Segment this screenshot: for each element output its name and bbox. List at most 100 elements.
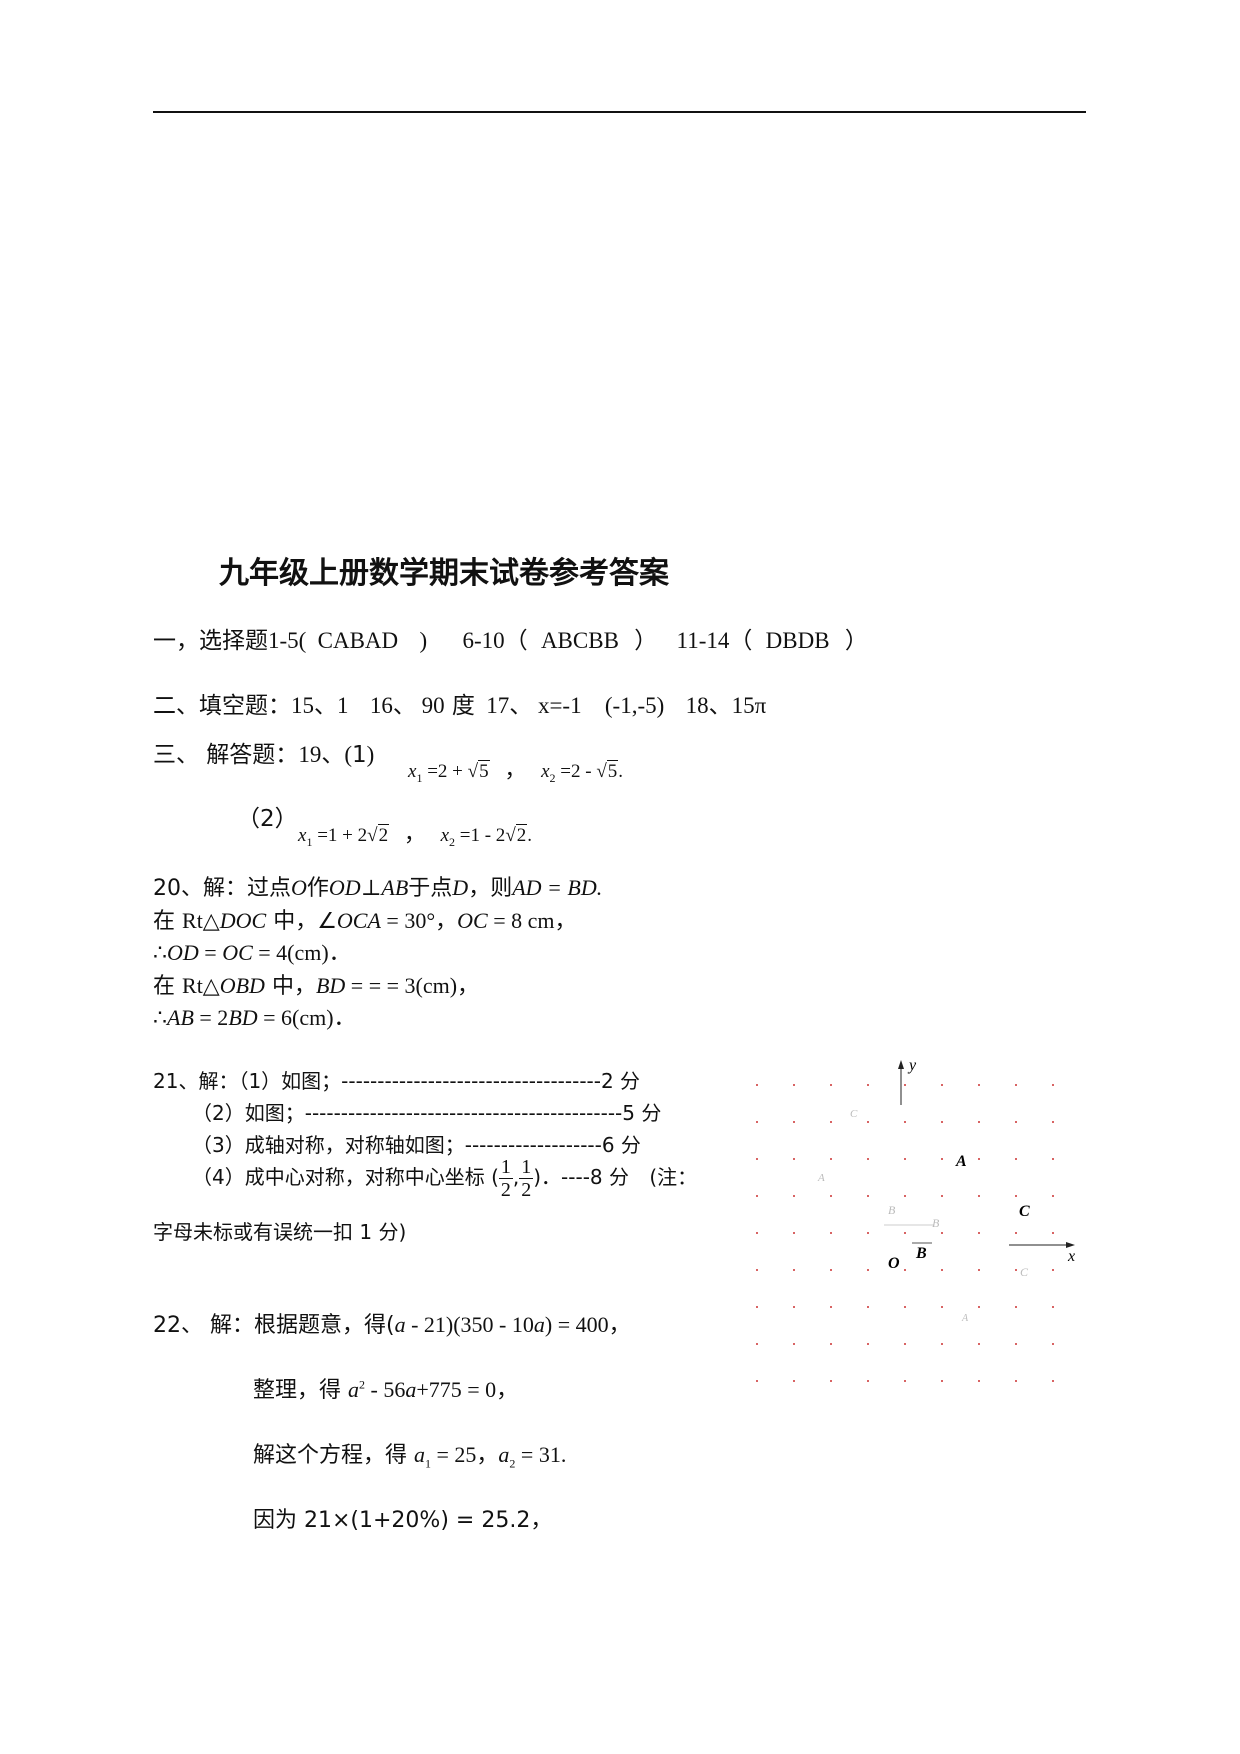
grid-dot [793,1343,795,1345]
grid-dot [867,1158,869,1160]
page-title: 九年级上册数学期末试卷参考答案 [219,556,669,591]
grid-dot [867,1343,869,1345]
q22-l1c: - 21)(350 - 10 [405,1312,534,1337]
sqrt5-b: 5 [606,760,619,782]
group3-answers: DBDB [765,628,830,653]
q20-l1d: ，则 [468,876,513,901]
section2-line: 二、填空题：15、1 16、 90 度 17、 x=-1 (-1,-5) 18、… [153,686,766,720]
grid-dot [756,1343,758,1345]
q22-l2c: - 56 [365,1377,406,1402]
point-B-label: B [915,1245,927,1262]
q20-l5a: AB [167,1005,194,1030]
y-axis-label: y [907,1057,917,1074]
section1-line: 一，选择题1-5( CABAD ) 6-10（ ABCBB ） 11-14（ D… [153,621,868,655]
grid-dot [756,1306,758,1308]
q21-l4b: )．----8 分 [533,1165,630,1189]
grid-dot [1015,1084,1017,1086]
q20-l4BD: BD [315,973,346,998]
x2b-subscript: 2 [449,835,456,849]
q20-line2: 在 Rt△DOC 中，∠OCA = 30°，OC = 8 cm， [153,903,577,935]
comma2: ， [403,821,426,846]
group2-answers: ABCBB [540,628,619,653]
faint-B2-label: B [932,1216,940,1230]
q20-l4b: 中， [271,974,316,999]
grid-dot [978,1195,980,1197]
group3-close: ） [844,628,868,654]
x1-symbol: x [408,761,417,782]
section3-label: 三、 解答题： [153,742,299,768]
q20-l2DOC: DOC [219,908,267,933]
q21-line3: （3）成轴对称，对称轴如图；-------------------6 分 [192,1133,641,1157]
grid-dot [793,1158,795,1160]
grid-dot [793,1084,795,1086]
grid-dot [941,1380,943,1382]
y-axis-arrow [898,1060,904,1069]
eq3: =1 + 2 [317,825,368,846]
comma1: ， [504,757,527,782]
grid-dot [830,1306,832,1308]
grid-dot [904,1121,906,1123]
x-axis-arrow [1066,1242,1075,1248]
answer-18: 18、15π [685,693,767,718]
q20-l1c: 于点 [408,876,453,901]
grid-dot [904,1084,906,1086]
q20-l2rt: Rt△ [182,908,220,933]
grid-dot [793,1306,795,1308]
q22-l3e: = 31. [515,1442,567,1467]
grid-dot [941,1269,943,1271]
coordinate-figure: y x O A B C C A B B C A [744,1055,1078,1395]
origin-label: O [888,1255,900,1272]
q20-l2b: 中，∠ [273,909,337,934]
faint-A2-label: A [961,1313,969,1324]
grid-dot [978,1380,980,1382]
q19-part1-close: ) [366,742,375,767]
grid-dot [904,1306,906,1308]
x2-symbol: x [541,761,550,782]
q20-l5: ∴ [153,1005,167,1030]
q22-l3d: a [498,1442,510,1467]
grid-dot [978,1343,980,1345]
grid-dot [1052,1343,1054,1345]
q20-l4rt: Rt△ [182,973,220,998]
x1b-subscript: 1 [306,835,313,849]
q21-line2: （2）如图；----------------------------------… [192,1101,662,1125]
grid-dot [904,1158,906,1160]
grid-dots [756,1084,1054,1382]
faint-B1-label: B [888,1203,896,1217]
grid-dot [830,1380,832,1382]
grid-dot [830,1195,832,1197]
q20-l4c: = = = 3(cm)， [345,973,480,998]
grid-dot [1015,1306,1017,1308]
grid-dot [867,1269,869,1271]
section1-label: 一，选择题 [153,628,268,654]
faint-C1-label: C [850,1108,858,1120]
q20-l4a: 在 [153,974,176,999]
faint-C2-label: C [1020,1265,1029,1279]
group1-answers: CABAD [317,628,399,653]
grid-dot [1015,1232,1017,1234]
q22-l2d: a [405,1377,417,1402]
q20-l2OCA: OCA [336,908,381,933]
grid-dot [1052,1306,1054,1308]
grid-dot [904,1380,906,1382]
x-axis-label: x [1067,1248,1075,1265]
grid-dot [978,1084,980,1086]
frac1-den: 2 [500,1179,511,1201]
q20-l4OBD: OBD [219,973,265,998]
grid-dot [756,1232,758,1234]
q20-l2OC: OC [457,908,488,933]
q19-part2-label: （2） [237,806,298,832]
grid-dot [978,1158,980,1160]
q22-l2a: 整理，得 [253,1378,348,1403]
grid-dot [941,1158,943,1160]
frac2-num: 1 [519,1156,534,1179]
x2b-symbol: x [440,825,450,846]
q20-line1: 20、解：过点O作OD⊥AB于点D，则AD = BD. [153,870,602,902]
q20-l2a: 在 [153,909,176,934]
group2-range: 6-10（ [462,628,528,653]
dot2: . [527,825,532,846]
grid-dot [1052,1269,1054,1271]
q22-l2b: a [348,1377,359,1402]
q22-l2e: +775 = 0， [416,1377,519,1402]
grid-dot [1052,1121,1054,1123]
